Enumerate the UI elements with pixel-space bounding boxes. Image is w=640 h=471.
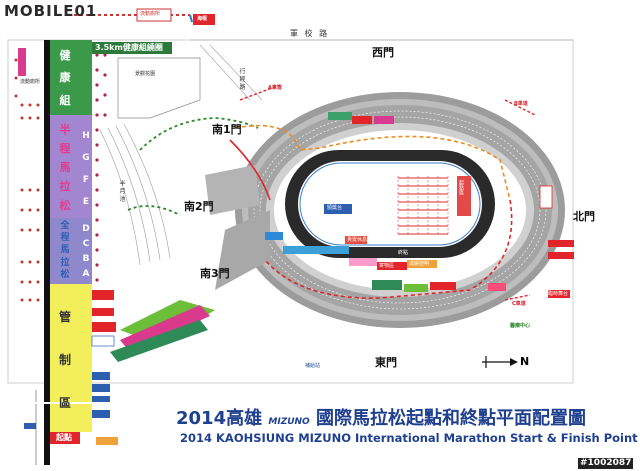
- gate-south3: 南3門: [200, 267, 230, 280]
- full-char-1: 全: [60, 220, 70, 231]
- health-char-2: 康: [59, 71, 71, 85]
- half-marathon-label: 半 程 馬 拉 松: [50, 120, 80, 215]
- walkway-label: 行 經 路: [238, 68, 245, 90]
- toilet-label: 流動廁所: [20, 79, 41, 85]
- mizuno-logo: MIZUNO: [268, 417, 310, 427]
- storage-label: 寄物區: [379, 263, 395, 269]
- lane-b: B車道: [514, 101, 528, 107]
- north-arrow-label: N: [520, 355, 530, 368]
- health-char-1: 健: [59, 48, 71, 62]
- health-char-3: 組: [59, 94, 71, 108]
- map-title-chinese: 2014高雄 MIZUNO 國際馬拉松起點和終點平面配置圖: [176, 410, 586, 428]
- full-marathon-label: 全 程 馬 拉 松: [50, 220, 80, 282]
- medical-label: 醫療中心: [510, 323, 531, 329]
- letter-c: C: [82, 239, 90, 249]
- finish-label: 終點: [398, 250, 409, 256]
- gate-south1: 南1門: [212, 123, 242, 136]
- control-zone-label: 管 制 區: [50, 295, 80, 425]
- gate-east: 東門: [375, 356, 397, 369]
- temp-stage-label: 臨時舞台: [548, 291, 569, 297]
- health-group-label: 健 康 組: [50, 44, 80, 112]
- full-char-3: 馬: [60, 245, 70, 256]
- full-char-4: 拉: [60, 257, 70, 268]
- road-label: 軍 校 路: [290, 29, 330, 38]
- control-char-2: 制: [58, 352, 71, 367]
- full-char-5: 松: [60, 270, 70, 281]
- gate-north: 北門: [573, 210, 595, 223]
- letter-e: E: [82, 196, 90, 207]
- award-area-label: 貴賓休息區: [347, 237, 373, 243]
- half-char-3: 馬: [59, 161, 71, 174]
- full-letters: D C B A: [80, 222, 92, 282]
- half-moon-pool-label: 半 月 池: [118, 180, 125, 202]
- results-label: 成績證明: [409, 261, 430, 267]
- half-char-5: 松: [59, 199, 71, 212]
- start-label: 起點: [56, 433, 72, 442]
- mobile01-logo: MOBILE01: [4, 2, 98, 20]
- control-char-1: 管: [58, 309, 71, 324]
- half-char-1: 半: [59, 123, 71, 136]
- gate-west: 西門: [372, 46, 394, 59]
- half-letters: H G F E: [80, 125, 92, 213]
- map-title-english: 2014 KAOHSIUNG MIZUNO International Mara…: [180, 431, 640, 445]
- letter-b: B: [82, 254, 90, 264]
- letter-f: F: [82, 174, 90, 185]
- control-char-3: 區: [58, 396, 71, 411]
- letter-g: G: [82, 152, 90, 163]
- stage-label: 頒獎台: [327, 205, 343, 211]
- top-flag-label: 流動廁所: [140, 11, 161, 17]
- half-char-2: 程: [59, 142, 71, 155]
- half-char-4: 拉: [59, 180, 71, 193]
- letter-h: H: [82, 130, 90, 141]
- water-label: 補給站: [305, 363, 321, 369]
- title-suffix: 國際馬拉松起點和終點平面配置圖: [316, 408, 586, 429]
- route-label: 3.5km健康組繞圈: [95, 43, 163, 52]
- title-prefix: 2014高雄: [176, 408, 263, 429]
- lane-a: A車道: [268, 85, 282, 91]
- letter-d: D: [82, 224, 90, 234]
- letter-a: A: [82, 269, 90, 279]
- watermark: #1002087: [578, 458, 634, 469]
- gate-south2: 南2門: [184, 200, 214, 213]
- top-flag-end: 海報: [197, 16, 208, 22]
- full-char-2: 程: [60, 233, 70, 244]
- start-area-label: 起點區: [458, 180, 464, 195]
- park-label: 景觀花園: [135, 71, 156, 77]
- lane-c: C車道: [512, 301, 526, 307]
